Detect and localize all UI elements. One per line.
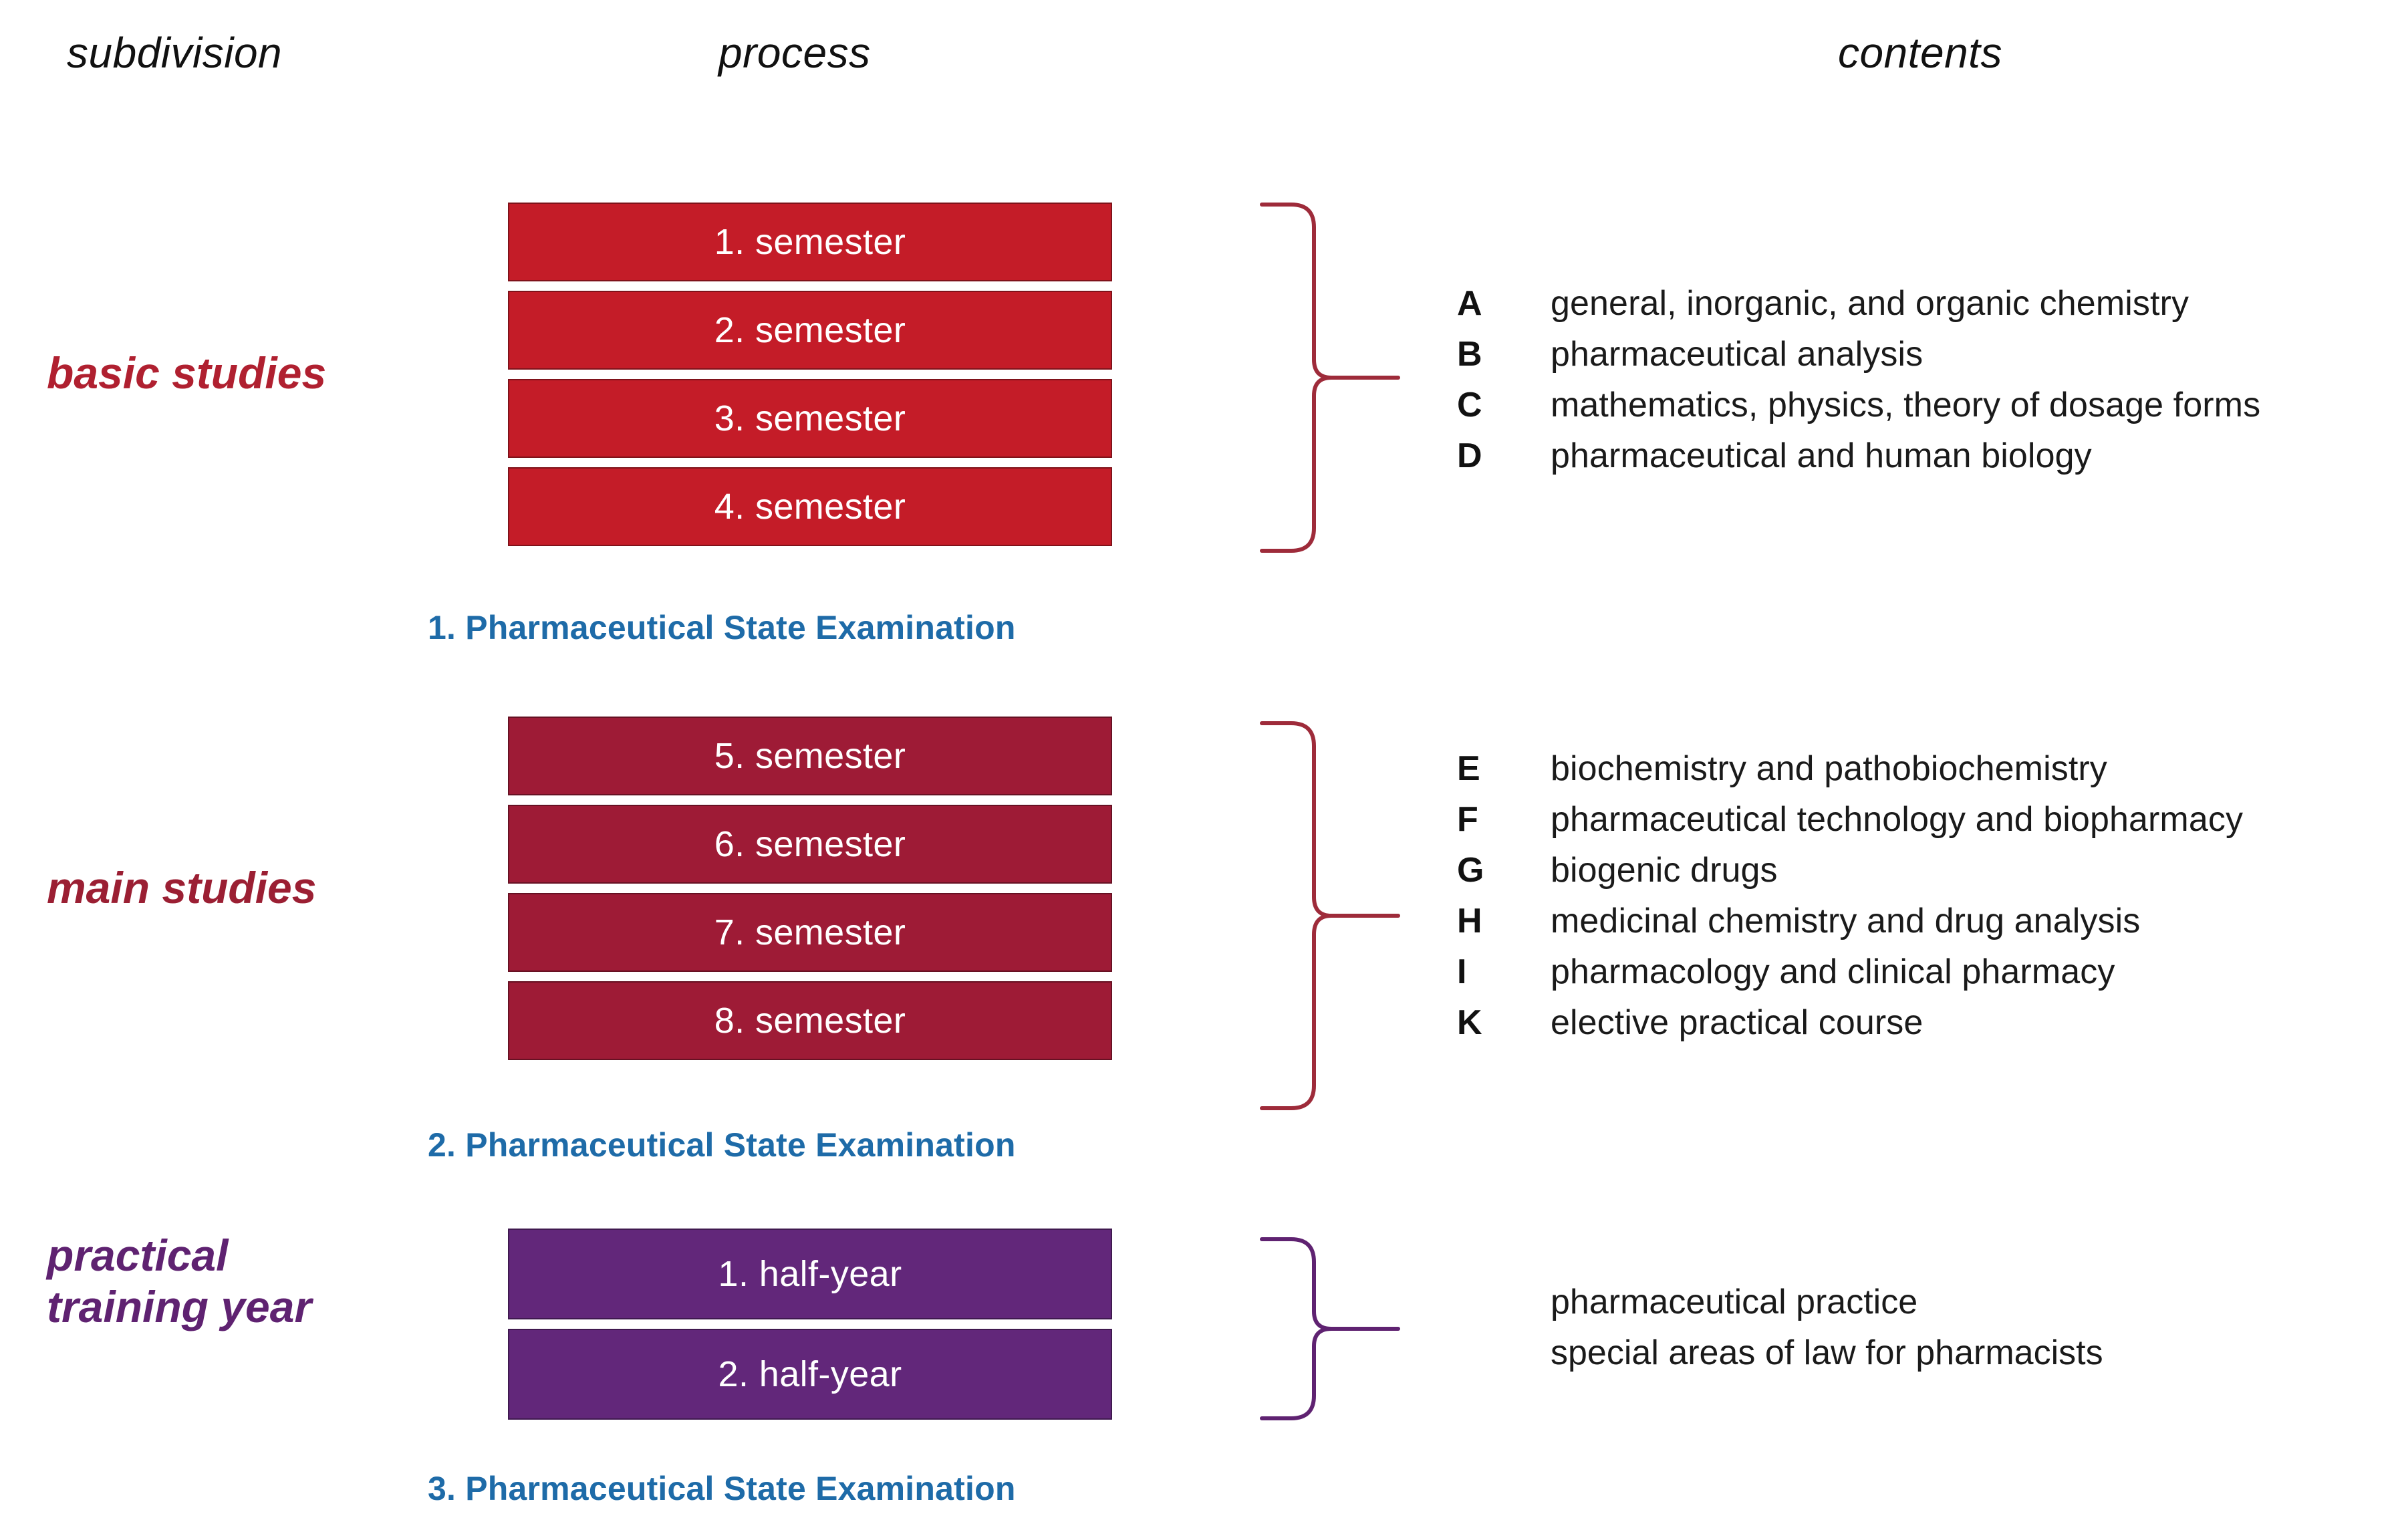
contents-text: general, inorganic, and organic chemistr… [1551,284,2189,323]
contents-row: A general, inorganic, and organic chemis… [1457,283,2260,334]
contents-row: F pharmaceutical technology and biopharm… [1457,799,2243,850]
brace-main-studies [1256,709,1410,1126]
contents-row: C mathematics, physics, theory of dosage… [1457,385,2260,436]
contents-row: G biogenic drugs [1457,850,2243,901]
process-box-semester-8[interactable]: 8. semester [508,981,1112,1060]
contents-key: A [1457,284,1482,323]
contents-row: K elective practical course [1457,1003,2243,1053]
contents-key: F [1457,800,1478,839]
contents-text: pharmaceutical technology and biopharmac… [1551,800,2244,839]
contents-text: pharmaceutical practice [1551,1283,1918,1321]
contents-text: pharmacology and clinical pharmacy [1551,952,2115,991]
contents-text: special areas of law for pharmacists [1551,1333,2103,1372]
process-box-semester-1[interactable]: 1. semester [508,203,1112,281]
subdivision-label-practical-training-year: practical training year [47,1230,311,1332]
contents-row: D pharmaceutical and human biology [1457,436,2260,487]
contents-key: G [1457,851,1484,890]
contents-text: biochemistry and pathobiochemistry [1551,749,2107,788]
contents-key: K [1457,1003,1482,1042]
contents-row: B pharmaceutical analysis [1457,334,2260,385]
process-box-semester-5[interactable]: 5. semester [508,717,1112,795]
process-box-group-practical-training-year: 1. half-year 2. half-year [508,1229,1112,1429]
contents-text: elective practical course [1551,1003,1923,1042]
brace-icon [1260,203,1400,553]
contents-text: medicinal chemistry and drug analysis [1551,902,2141,940]
process-box-semester-7[interactable]: 7. semester [508,893,1112,972]
contents-key: I [1457,952,1467,991]
contents-list-practical-training-year: pharmaceutical practice special areas of… [1457,1282,2103,1384]
brace-practical-training-year [1256,1230,1410,1434]
practical-label-line-1: practical [47,1231,229,1280]
contents-key: H [1457,902,1482,940]
exam-caption-1: 1. Pharmaceutical State Examination [428,609,1016,646]
contents-list-main-studies: E biochemistry and pathobiochemistry F p… [1457,749,2243,1053]
contents-key: D [1457,436,1482,475]
exam-caption-3: 3. Pharmaceutical State Examination [428,1470,1016,1507]
exam-caption-2: 2. Pharmaceutical State Examination [428,1126,1016,1164]
column-header-contents: contents [1838,29,2002,77]
brace-icon [1260,721,1400,1110]
subdivision-label-basic-studies: basic studies [47,348,327,398]
process-box-semester-6[interactable]: 6. semester [508,805,1112,884]
process-box-group-basic-studies: 1. semester 2. semester 3. semester 4. s… [508,203,1112,555]
contents-key: C [1457,386,1482,424]
contents-key: E [1457,749,1480,788]
column-header-subdivision: subdivision [67,29,283,77]
contents-text: mathematics, physics, theory of dosage f… [1551,386,2261,424]
contents-text: biogenic drugs [1551,851,1778,890]
process-box-semester-3[interactable]: 3. semester [508,379,1112,458]
contents-row: E biochemistry and pathobiochemistry [1457,749,2243,799]
process-box-group-main-studies: 5. semester 6. semester 7. semester 8. s… [508,717,1112,1069]
process-box-half-year-1[interactable]: 1. half-year [508,1229,1112,1319]
process-box-semester-4[interactable]: 4. semester [508,467,1112,546]
contents-key: B [1457,335,1482,374]
brace-basic-studies [1256,187,1410,571]
contents-row: H medicinal chemistry and drug analysis [1457,901,2243,952]
contents-row: I pharmacology and clinical pharmacy [1457,952,2243,1003]
contents-text: pharmaceutical and human biology [1551,436,2092,475]
contents-text: pharmaceutical analysis [1551,335,1923,374]
process-box-half-year-2[interactable]: 2. half-year [508,1329,1112,1420]
process-box-semester-2[interactable]: 2. semester [508,291,1112,370]
contents-list-basic-studies: A general, inorganic, and organic chemis… [1457,283,2260,487]
practical-label-line-2: training year [47,1281,312,1331]
subdivision-label-main-studies: main studies [47,863,317,912]
brace-icon [1260,1237,1400,1420]
column-header-process: process [718,29,871,77]
